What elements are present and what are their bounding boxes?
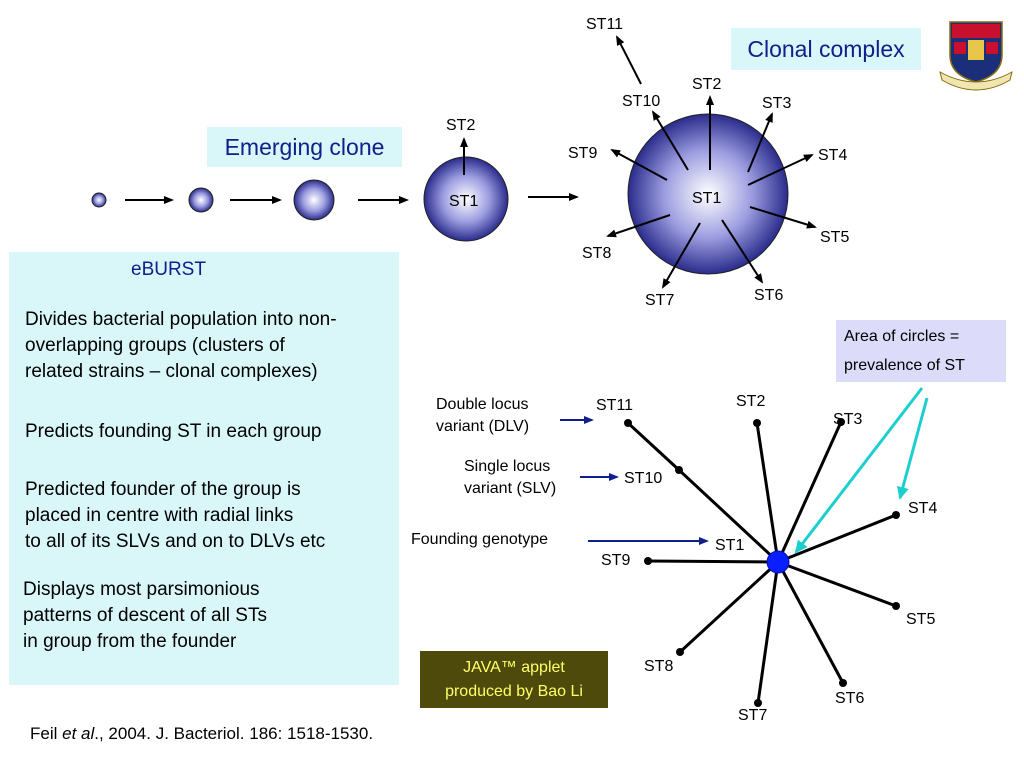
clonal-arrow-st4	[747, 154, 814, 186]
emerging-clone-label: Emerging clone	[207, 127, 402, 167]
clonal-label-st3: ST3	[762, 95, 791, 112]
clonal-label-st7: ST7	[645, 292, 674, 309]
graph-node-st2	[753, 419, 761, 427]
graph-edge-st11	[626, 421, 681, 472]
java-applet-note: JAVA™ applet produced by Bao Li	[420, 651, 608, 708]
clonal-arrow-st10	[651, 110, 689, 171]
eburst-paragraph-2: Predicts founding ST in each group	[25, 421, 322, 442]
clonal-label-st6: ST6	[754, 287, 783, 304]
citation-rest: ., 2004. J. Bacteriol. 186: 1518-1530.	[94, 724, 374, 743]
graph-label-st6: ST6	[835, 690, 864, 707]
area-arrow-to-st4	[897, 397, 929, 500]
area-of-circles-note: Area of circles = prevalence of ST	[836, 320, 1006, 382]
graph-node-st8	[676, 648, 684, 656]
graph-founder-node	[766, 550, 790, 574]
graph-edge-st3	[776, 421, 843, 563]
growth-circle-1	[91, 192, 107, 208]
graph-node-st6	[839, 679, 847, 687]
clonal-label-st10: ST10	[622, 93, 660, 110]
emerging-clone-ball	[423, 156, 509, 242]
graph-edge-st2	[755, 422, 780, 563]
emerging-center-label: ST1	[449, 193, 478, 210]
graph-edge-st10	[677, 468, 780, 564]
graph-node-st9	[644, 557, 652, 565]
graph-edge-st4	[777, 513, 897, 564]
graph-founder-label: ST1	[715, 537, 744, 554]
graph-node-st5	[892, 602, 900, 610]
graph-node-st3	[837, 418, 845, 426]
java-line-2: produced by Bao Li	[445, 682, 583, 700]
clonal-label-st9: ST9	[568, 145, 597, 162]
clonal-complex-ball	[627, 113, 789, 275]
clonal-arrow-st5	[749, 206, 817, 229]
java-line-1: JAVA™ applet	[463, 658, 565, 676]
graph-label-st8: ST8	[644, 658, 673, 675]
citation: Feil et al., 2004. J. Bacteriol. 186: 15…	[30, 724, 373, 744]
dlv-arrow-top	[616, 35, 642, 85]
graph-node-st10	[675, 466, 683, 474]
eburst-paragraph-1: Divides bacterial population into non- o…	[25, 309, 337, 382]
clonal-arrow-st6	[721, 219, 764, 284]
clonal-complex-label: Clonal complex	[731, 28, 921, 70]
emerging-child-label: ST2	[446, 117, 475, 134]
clonal-arrow-st9	[610, 149, 668, 181]
graph-label-st10: ST10	[624, 470, 662, 487]
clonal-arrow-st7	[661, 222, 701, 289]
eburst-title: eBURST	[131, 259, 206, 280]
graph-label-st5: ST5	[906, 611, 935, 628]
clonal-arrow-st3	[747, 112, 773, 173]
graph-node-st4	[892, 511, 900, 519]
clonal-label-st8: ST8	[582, 245, 611, 262]
clonal-arrow-st8	[606, 214, 671, 238]
graph-label-st7: ST7	[738, 707, 767, 724]
citation-etal: et al	[62, 724, 95, 743]
dlv-label: Double locus variant (DLV)	[436, 396, 530, 435]
area-arrow-to-st1	[794, 387, 924, 554]
eburst-paragraph-4: Displays most parsimonious patterns of d…	[23, 579, 267, 652]
graph-edge-st6	[776, 561, 845, 684]
dlv-top-label: ST11	[586, 16, 623, 33]
citation-author: Feil	[30, 724, 63, 743]
graph-label-st9: ST9	[601, 552, 630, 569]
graph-edge-st7	[756, 561, 780, 704]
eburst-panel	[9, 252, 399, 685]
growth-circle-3	[293, 179, 335, 221]
graph-label-st3: ST3	[833, 411, 862, 428]
graph-label-st4: ST4	[908, 500, 937, 517]
graph-node-st11	[624, 419, 632, 427]
slv-label: Single locus variant (SLV)	[464, 458, 557, 497]
clonal-label-st4: ST4	[818, 147, 847, 164]
graph-label-st2: ST2	[736, 393, 765, 410]
graph-node-st7	[754, 699, 762, 707]
growth-circle-2	[188, 187, 214, 213]
founding-genotype-label: Founding genotype	[411, 531, 548, 548]
clonal-center-label: ST1	[692, 190, 721, 207]
graph-label-st11: ST11	[596, 397, 633, 414]
graph-edge-st5	[777, 560, 897, 608]
eburst-paragraph-3: Predicted founder of the group is placed…	[25, 479, 326, 552]
clonal-label-st2: ST2	[692, 76, 721, 93]
graph-edge-st8	[678, 560, 780, 654]
clonal-label-st5: ST5	[820, 229, 849, 246]
graph-edge-st9	[647, 559, 779, 564]
